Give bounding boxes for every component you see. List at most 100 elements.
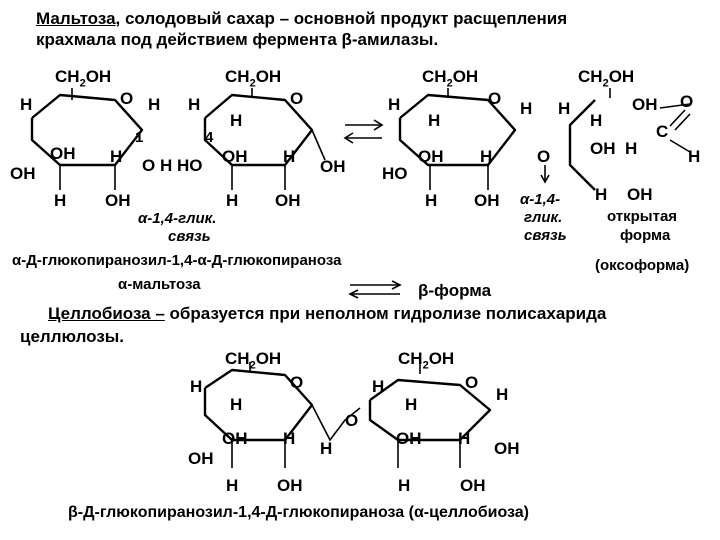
cellobiose-bridge-o: O (345, 411, 359, 430)
maltose-ring1-ch2oh: CH2OH (55, 67, 112, 90)
maltose-short-name: α-мальтоза (118, 276, 201, 293)
maltose-ring1-h-c2: H (110, 147, 123, 166)
open-form-oh-top: OH (632, 95, 658, 114)
beta-ring-ho-c4: HO (382, 164, 408, 183)
open-form-chain (568, 99, 596, 191)
maltose-ring2-h-c4: H (230, 111, 243, 130)
beta-ring-bonds (398, 93, 517, 167)
open-form-h-bottom: H (595, 185, 608, 204)
beta-ring-oh-c3: OH (418, 147, 444, 166)
maltose-ring1-h-c1: H (148, 95, 161, 114)
beta-ring-oh-bottom: OH (474, 191, 500, 210)
cellobiose-ring1-h-c4: H (230, 395, 243, 414)
open-form-note-line2: форма (620, 227, 671, 244)
lower-arrow-back-head (348, 289, 359, 299)
alpha-bond-right-line3: связь (524, 227, 567, 244)
cellobiose-ring2-oh-bottom: OH (460, 476, 486, 495)
beta-ring-h-bottom: H (425, 191, 438, 210)
maltose-ring2-h-bottom: H (226, 191, 239, 210)
open-form-h-left: H (558, 99, 571, 118)
maltose-heading-word: Мальтоза (36, 9, 116, 28)
open-form-h-aldehyde: H (688, 147, 701, 166)
cellobiose-ring2-oh-c3: OH (396, 429, 422, 448)
maltose-ring1-h-bottom: H (54, 191, 67, 210)
open-form-oh-bottom: OH (627, 185, 653, 204)
cellobiose-ring1-oh-bottom: OH (277, 476, 303, 495)
maltose-heading-line1: Мальтоза, солодовый сахар – основной про… (36, 10, 567, 27)
beta-ring-h-c4: H (428, 111, 441, 130)
maltose-full-name: α-Д-глюкопиранозил-1,4-α-Д-глюкопираноза (12, 252, 342, 269)
beta-ring-h-c1: H (520, 99, 533, 118)
open-form-h-mid: H (625, 139, 638, 158)
cellobiose-ring1-h-c2: H (283, 429, 296, 448)
maltose-ring1-h-c5: H (20, 95, 33, 114)
cellobiose-ring2-bonds (368, 378, 492, 442)
alpha-bond-note-line2: связь (168, 228, 211, 245)
cellobiose-heading-rest: образуется при неполном гидролизе полиса… (164, 304, 607, 323)
maltose-ring2-oh-c3: OH (222, 147, 248, 166)
maltose-ring2-ch2oh: CH2OH (225, 67, 282, 90)
beta-ring-ring-o: O (488, 89, 502, 108)
open-form-note-line1: открытая (607, 208, 678, 225)
beta-ring-link-o: O (537, 147, 551, 166)
maltose-heading-line2: крахмала под действием фермента β-амилаз… (36, 30, 439, 49)
open-form-co-bond-2 (674, 113, 691, 131)
maltose-ring2-oh-c1: OH (320, 157, 346, 176)
open-form-h-c5: H (590, 111, 603, 130)
cellobiose-ring2-oh-c1: OH (494, 439, 520, 458)
beta-ring-link-arrow-head (540, 174, 550, 184)
cellobiose-heading-line1: Целлобиоза – образуется при неполном гид… (48, 305, 606, 322)
open-form-oh-bond (659, 103, 691, 109)
cellobiose-heading-word: Целлобиоза – (48, 304, 165, 323)
cellobiose-bridge-bond (311, 404, 361, 442)
cellobiose-ring2-h-c1: H (496, 385, 509, 404)
cellobiose-ring1-oh-c3: OH (222, 429, 248, 448)
beta-ring-h-c5: H (388, 95, 401, 114)
cellobiose-ring1-h-bottom: H (226, 476, 239, 495)
maltose-carbon-4-number: 4 (205, 129, 214, 146)
cellobiose-ring1-oh-c4: OH (188, 449, 214, 468)
cellobiose-full-name: β-Д-глюкопиранозил-1,4-Д-глюкопираноза (… (68, 504, 529, 521)
maltose-ring1-oh-c4: OH (10, 164, 36, 183)
cellobiose-ring2-h-c2: H (458, 429, 471, 448)
equilibrium-arrow-back-head (343, 132, 354, 144)
maltose-ring1-bonds (30, 93, 144, 167)
open-form-note-line3: (оксоформа) (595, 257, 690, 274)
maltose-ring2-ring-o: O (290, 89, 304, 108)
maltose-ring2-bonds (203, 93, 314, 167)
cellobiose-ring2-ch2oh: CH2OH (398, 349, 455, 372)
maltose-ring2-h-c5: H (188, 95, 201, 114)
cellobiose-ring1-ch2oh: CH2OH (225, 349, 282, 372)
cellobiose-ring2-ring-o: O (465, 373, 479, 392)
open-form-carbonyl-c: C (656, 122, 669, 141)
maltose-carbon-1-number: 1 (135, 129, 144, 146)
maltose-ring2-anomeric-oh-bond (311, 129, 326, 161)
open-form-carbonyl-o: O (680, 92, 694, 111)
open-form-ch2oh: CH2OH (578, 67, 635, 90)
cellobiose-ring1-bonds (203, 368, 314, 442)
maltose-ring1-ring-o: O (120, 89, 134, 108)
cellobiose-ring2-h-bottom: H (398, 476, 411, 495)
alpha-bond-right-line1: α-1,4- (520, 191, 561, 208)
cellobiose-ring2-h-c5: H (372, 377, 385, 396)
maltose-ring1-oh-bottom: OH (105, 191, 131, 210)
maltose-ring2-oh-bottom: OH (275, 191, 301, 210)
cellobiose-ring1-ring-o: O (290, 373, 304, 392)
maltose-heading-rest: , солодовый сахар – основной продукт рас… (115, 9, 568, 28)
cellobiose-ring1-h-c1: H (320, 439, 333, 458)
beta-ring-ch2oh: CH2OH (422, 67, 479, 90)
alpha-bond-note-line1: α-1,4-глик. (138, 210, 217, 227)
alpha-bond-right-line2: глик. (524, 209, 563, 226)
beta-form-label: β-форма (418, 281, 492, 300)
maltose-glycosidic-bridge: O H HO (142, 156, 203, 175)
open-form-oh-mid: OH (590, 139, 616, 158)
maltose-ring2-h-c2: H (283, 147, 296, 166)
cellobiose-heading-line2: целлюлозы. (20, 327, 125, 346)
cellobiose-ring1-h-c5: H (190, 377, 203, 396)
equilibrium-arrow-forward-head (373, 119, 384, 131)
open-form-co-bond-1 (669, 109, 686, 127)
cellobiose-ring2-h-c4: H (405, 395, 418, 414)
beta-ring-h-c2: H (480, 147, 493, 166)
